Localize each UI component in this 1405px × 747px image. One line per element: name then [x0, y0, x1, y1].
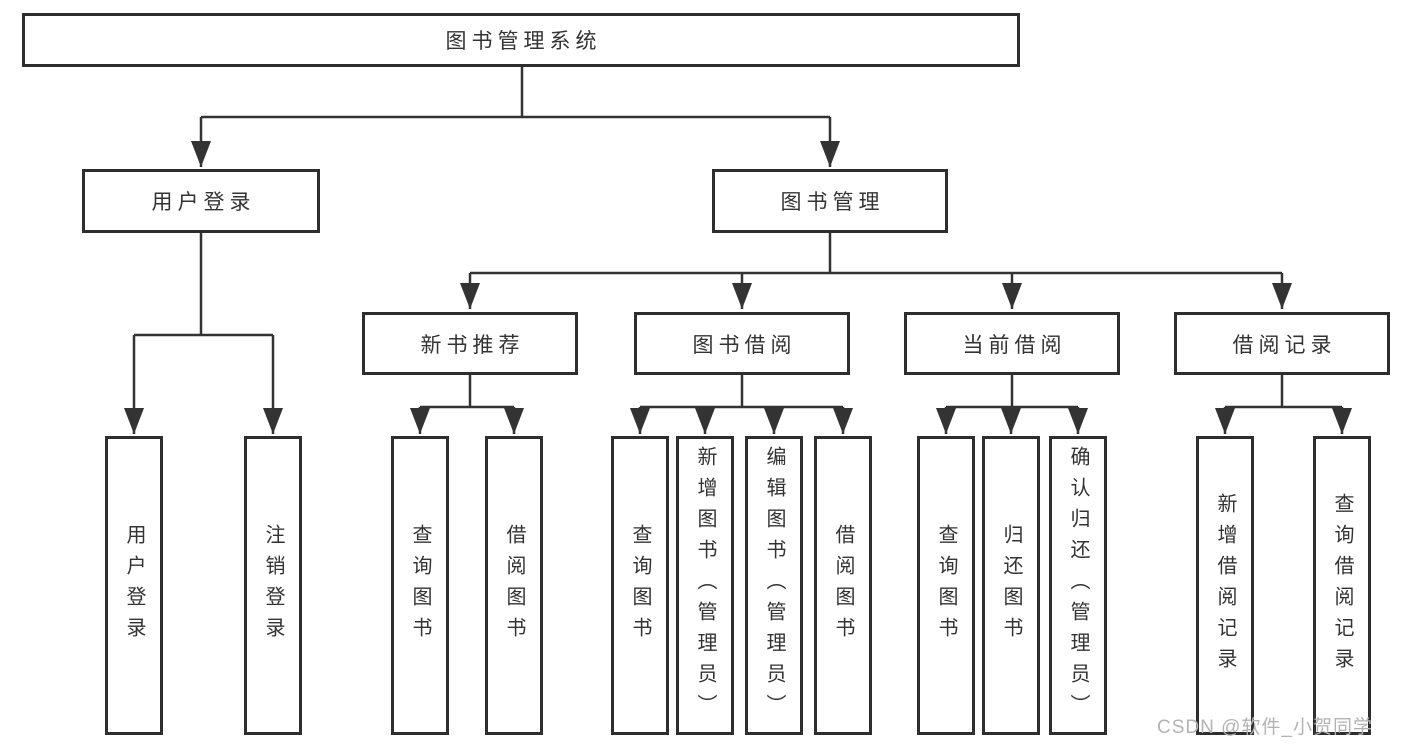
- node-bb-borrow-book: 借阅图书: [814, 436, 872, 735]
- node-cb-return-book: 归还图书: [982, 436, 1040, 735]
- node-root: 图书管理系统: [22, 13, 1020, 67]
- node-new-book-rec: 新书推荐: [362, 312, 578, 375]
- node-logout: 注销登录: [244, 436, 302, 735]
- node-bb-query-book: 查询图书: [611, 436, 669, 735]
- node-user-login: 用户登录: [82, 169, 320, 233]
- node-current-borrow: 当前借阅: [904, 312, 1120, 375]
- node-login: 用户登录: [105, 436, 163, 735]
- node-br-add-record: 新增借阅记录: [1196, 436, 1254, 735]
- node-bb-add-book: 新增图书（管理员）: [676, 436, 734, 735]
- node-borrow-records: 借阅记录: [1174, 312, 1390, 375]
- node-book-borrow: 图书借阅: [634, 312, 850, 375]
- csdn-watermark: CSDN @软件_小贺同学: [1157, 717, 1373, 738]
- node-cb-query-book: 查询图书: [917, 436, 975, 735]
- connector-arrows: [124, 117, 1352, 434]
- node-cb-confirm-return: 确认归还（管理员）: [1049, 436, 1107, 735]
- node-bb-edit-book: 编辑图书（管理员）: [745, 436, 803, 735]
- node-br-query-record: 查询借阅记录: [1313, 436, 1371, 735]
- node-nbr-borrow-book: 借阅图书: [485, 436, 543, 735]
- connector-lines: [134, 67, 1342, 409]
- node-book-mgmt: 图书管理: [712, 169, 948, 233]
- node-nbr-query-book: 查询图书: [391, 436, 449, 735]
